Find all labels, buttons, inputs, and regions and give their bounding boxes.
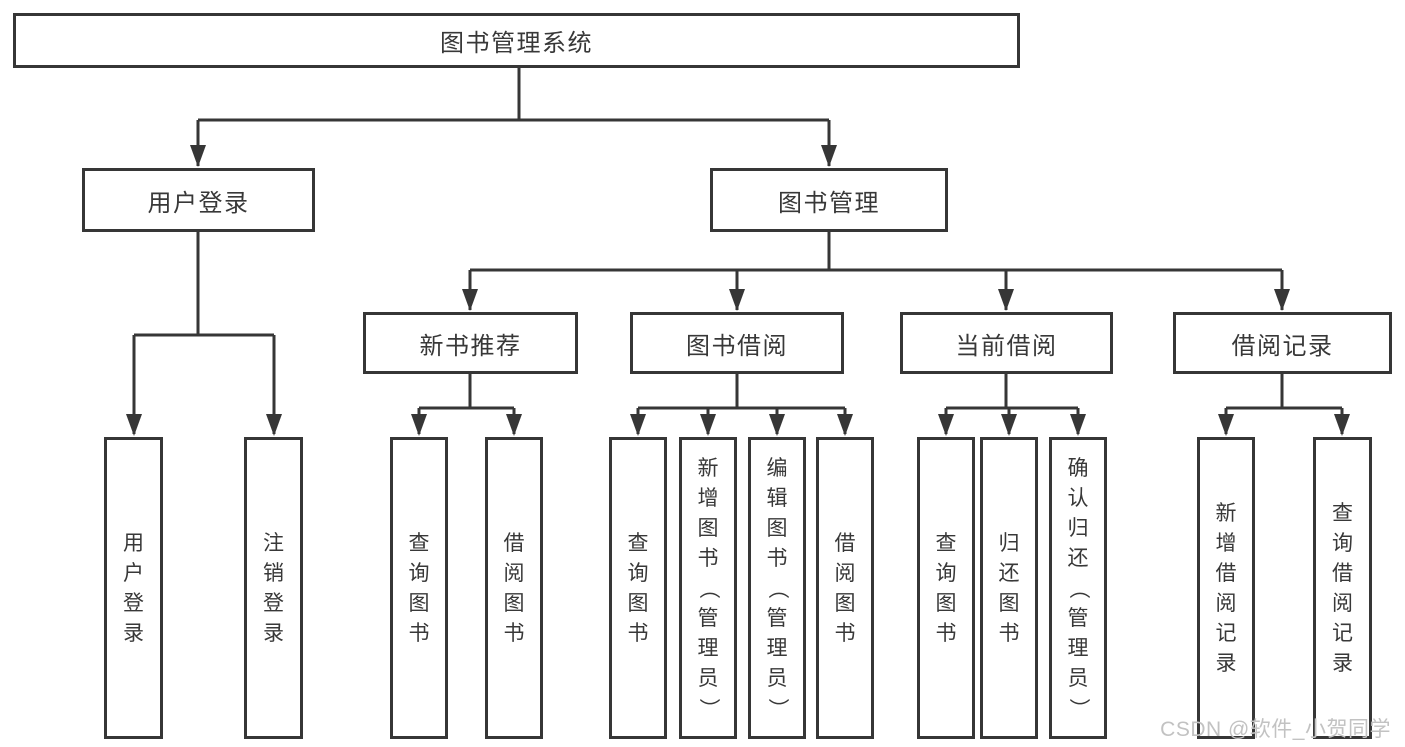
arrowhead: [190, 145, 206, 167]
node-current-borrow: 当前借阅: [900, 312, 1113, 374]
arrowhead: [411, 414, 427, 436]
arrowhead: [1274, 289, 1290, 311]
arrowhead: [837, 414, 853, 436]
node-label: 编辑图书（管理员）: [765, 456, 789, 719]
node-root: 图书管理系统: [13, 13, 1020, 68]
arrowhead: [462, 289, 478, 311]
leaf-borrow-books-1: 借阅图书: [485, 437, 543, 739]
arrowhead: [1334, 414, 1350, 436]
node-label: 用户登录: [123, 531, 144, 645]
arrowhead: [821, 145, 837, 167]
node-label: 借阅图书: [834, 531, 856, 645]
leaf-query-books-2: 查询图书: [609, 437, 667, 739]
arrowhead: [630, 414, 646, 436]
node-label: 查询借阅记录: [1332, 501, 1353, 675]
arrowhead: [729, 289, 745, 311]
arrowhead: [769, 414, 785, 436]
arrowhead: [1001, 414, 1017, 436]
node-label: 注销登录: [263, 531, 284, 645]
arrowhead: [998, 289, 1014, 311]
leaf-add-books-admin: 新增图书（管理员）: [679, 437, 737, 739]
node-label: 查询图书: [627, 531, 649, 645]
node-book-borrow: 图书借阅: [630, 312, 844, 374]
leaf-confirm-return-admin: 确认归还（管理员）: [1049, 437, 1107, 739]
node-label: 确认归还（管理员）: [1066, 456, 1090, 719]
node-label: 新增图书（管理员）: [696, 456, 720, 719]
node-label: 新增借阅记录: [1215, 501, 1237, 675]
arrowhead: [266, 414, 282, 436]
node-label: 归还图书: [998, 531, 1020, 645]
leaf-logout: 注销登录: [244, 437, 303, 739]
arrowhead: [126, 414, 142, 436]
node-borrow-records: 借阅记录: [1173, 312, 1392, 374]
node-label: 查询图书: [408, 531, 430, 645]
leaf-return-books: 归还图书: [980, 437, 1038, 739]
arrowhead: [700, 414, 716, 436]
arrowhead: [1218, 414, 1234, 436]
leaf-query-books-3: 查询图书: [917, 437, 975, 739]
leaf-borrow-books-2: 借阅图书: [816, 437, 874, 739]
leaf-edit-books-admin: 编辑图书（管理员）: [748, 437, 806, 739]
leaf-query-borrow-record: 查询借阅记录: [1313, 437, 1372, 739]
node-new-book-recommend: 新书推荐: [363, 312, 578, 374]
arrowhead: [1070, 414, 1086, 436]
node-label: 查询图书: [935, 531, 957, 645]
node-book-management: 图书管理: [710, 168, 948, 232]
leaf-add-borrow-record: 新增借阅记录: [1197, 437, 1255, 739]
node-user-login: 用户登录: [82, 168, 315, 232]
csdn-watermark: CSDN @软件_小贺同学: [1160, 718, 1391, 741]
leaf-user-login: 用户登录: [104, 437, 163, 739]
node-label: 借阅图书: [503, 531, 525, 645]
leaf-query-books-1: 查询图书: [390, 437, 448, 739]
arrowhead: [506, 414, 522, 436]
arrowhead: [938, 414, 954, 436]
